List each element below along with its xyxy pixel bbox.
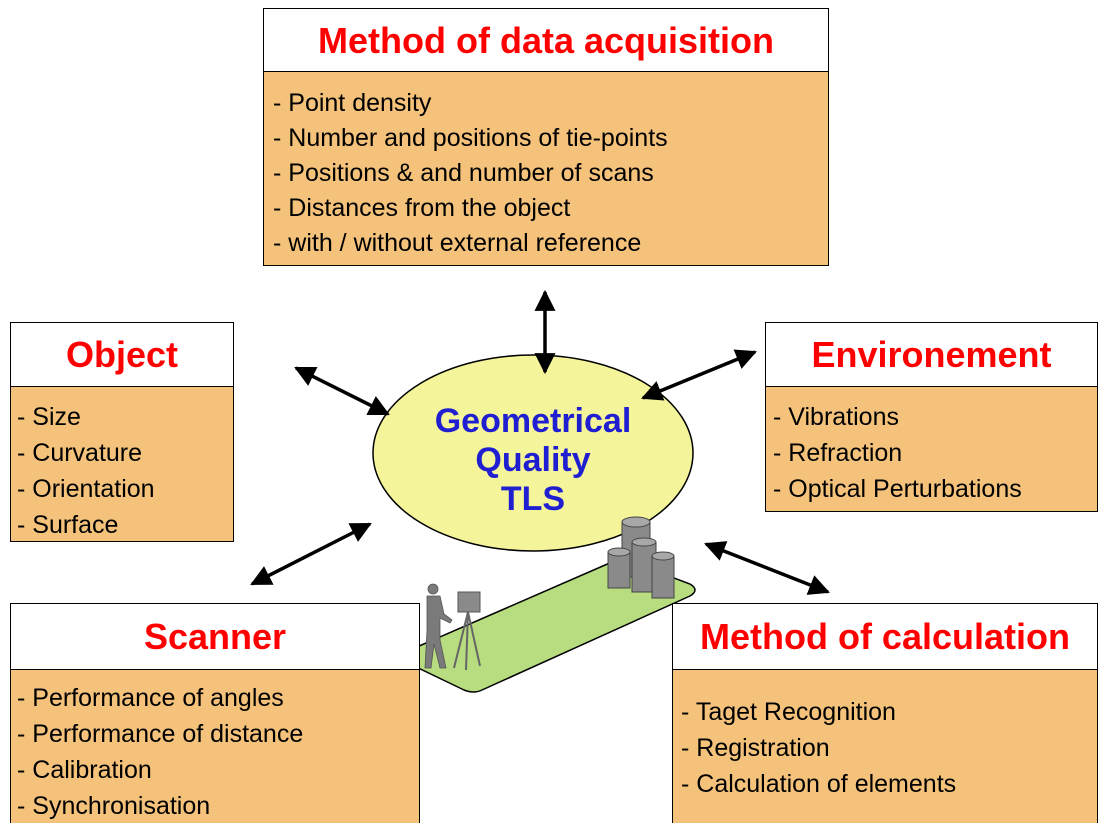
center-label: Geometrical Quality TLS <box>372 402 694 519</box>
box-acquisition-list: - Point density - Number and positions o… <box>264 72 828 265</box>
list-item: - Distances from the object <box>273 194 571 222</box>
box-object-title: Object <box>11 323 233 387</box>
list-item: - with / without external reference <box>273 229 642 257</box>
list-item: - Refraction <box>773 439 903 467</box>
list-item: - Calculation of elements <box>681 770 957 798</box>
box-scanner: Scanner - Performance of angles - Perfor… <box>10 603 420 823</box>
list-item: - Size <box>17 403 81 431</box>
box-calculation-list: - Taget Recognition - Registration - Cal… <box>673 670 1097 823</box>
list-item: - Vibrations <box>773 403 899 431</box>
list-item: - Number and positions of tie-points <box>273 124 668 152</box>
box-environment: Environement - Vibrations - Refraction -… <box>765 322 1098 512</box>
box-calculation-title: Method of calculation <box>673 604 1097 670</box>
arrow-object <box>294 366 390 416</box>
box-object: Object - Size - Curvature - Orientation … <box>10 322 234 542</box>
list-item: - Orientation <box>17 475 155 503</box>
box-environment-list: - Vibrations - Refraction - Optical Pert… <box>766 387 1097 511</box>
list-item: - Calibration <box>17 756 152 784</box>
box-environment-title: Environement <box>766 323 1097 387</box>
list-item: - Surface <box>17 511 119 539</box>
scanner-scene-icon <box>405 516 696 693</box>
center-line-1: Geometrical <box>434 402 632 440</box>
center-line-3: TLS <box>500 480 566 518</box>
list-item: - Performance of angles <box>17 684 284 712</box>
list-item: - Positions & and number of scans <box>273 159 654 187</box>
box-scanner-title: Scanner <box>11 604 419 670</box>
center-line-2: Quality <box>475 441 591 479</box>
list-item: - Curvature <box>17 439 143 467</box>
box-object-list: - Size - Curvature - Orientation - Surfa… <box>11 387 233 541</box>
list-item: - Performance of distance <box>17 720 304 748</box>
list-item: - Registration <box>681 734 830 762</box>
arrow-environment <box>641 349 757 401</box>
box-calculation: Method of calculation - Taget Recognitio… <box>672 603 1098 823</box>
list-item: - Point density <box>273 89 432 117</box>
arrow-scanner <box>250 522 372 586</box>
list-item: - Optical Perturbations <box>773 475 1022 503</box>
list-item: - Taget Recognition <box>681 698 896 726</box>
box-scanner-list: - Performance of angles - Performance of… <box>11 670 419 823</box>
center-ellipse <box>372 354 694 552</box>
box-acquisition: Method of data acquisition - Point densi… <box>263 8 829 266</box>
box-acquisition-title: Method of data acquisition <box>264 9 828 72</box>
arrow-calculation <box>704 541 830 595</box>
list-item: - Synchronisation <box>17 792 211 820</box>
